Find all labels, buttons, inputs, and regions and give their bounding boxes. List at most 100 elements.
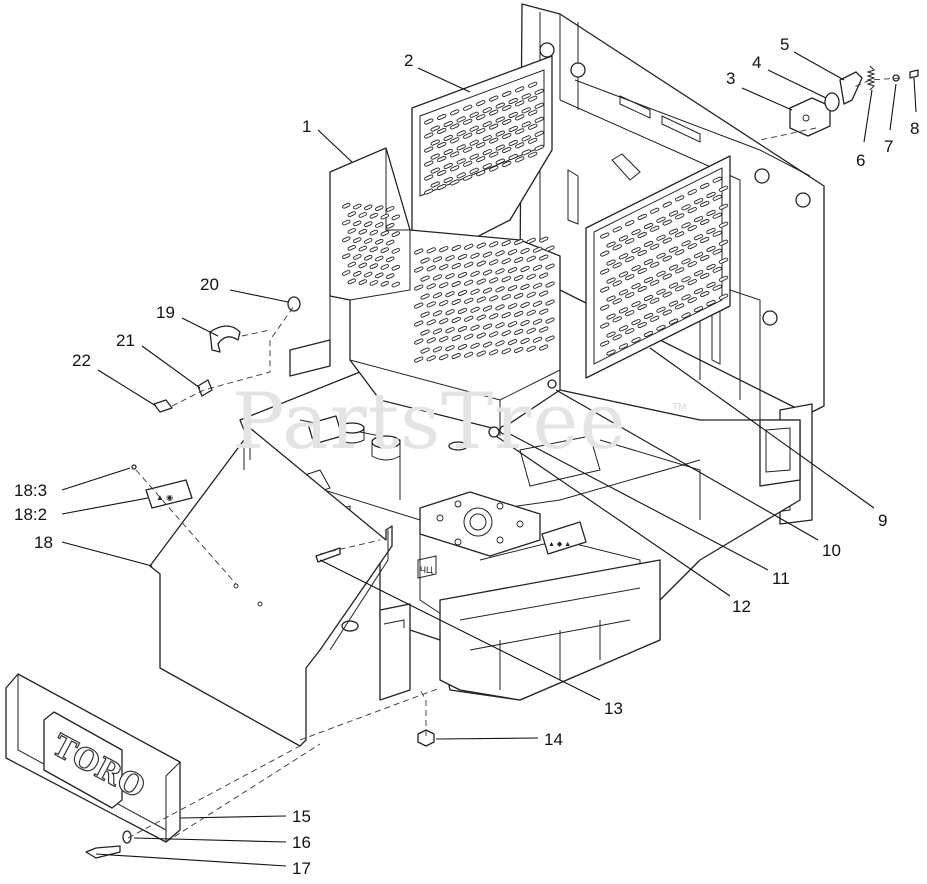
mesh-slot [463,132,473,139]
mesh-slot [545,281,555,288]
mesh-slot [606,331,616,338]
mesh-slot [432,346,443,353]
mesh-slot [606,349,616,356]
mesh-slot [681,222,691,229]
screw-icon [909,69,919,79]
mesh-slot [502,104,512,112]
mesh-slot [495,286,505,293]
mesh-slot [706,191,716,199]
mesh-slot [507,321,518,328]
mesh-slot [687,297,697,304]
mesh-slot [451,334,461,342]
mesh-slot [712,194,722,201]
mesh-slot [637,321,647,329]
mesh-slot [456,158,466,165]
mesh-slot [618,307,629,314]
mesh-slot [612,280,622,287]
mesh-slot [528,109,538,116]
mesh-slot [482,341,493,348]
leader-lines [61,51,917,867]
mesh-slot [681,258,691,265]
mesh-slot [650,225,660,232]
mesh-slot [342,219,351,226]
mesh-slot [364,271,373,278]
mesh-slot [637,231,647,239]
mesh-slot [380,280,389,287]
mesh-slot [386,239,395,246]
mesh-slot [451,316,461,324]
mesh-slot [342,236,351,243]
mesh-slot [456,144,466,151]
mesh-slot [386,206,395,212]
mesh-slot [375,222,384,228]
mesh-slot [426,301,436,308]
mesh-slot [451,244,461,252]
mesh-slot [482,121,492,128]
mesh-slot [656,252,666,259]
mesh-slot [528,123,538,130]
callout-10: 10 [822,541,841,560]
mesh-slot [650,261,660,268]
mesh-slot [489,95,499,102]
callout-11: 11 [772,569,790,588]
mesh-slot [650,243,660,250]
mesh-slot [495,250,505,257]
mesh-slot [687,189,697,196]
flat-washer-icon [122,830,132,844]
mesh-slot [386,256,395,263]
mesh-slot [508,153,518,161]
mesh-slot [437,155,447,163]
mesh-slot [625,310,635,317]
mesh-slot [353,237,362,244]
mesh-slot [656,288,666,295]
mesh-slot [515,100,525,107]
mesh-slot [414,338,424,345]
rivet-icon [131,464,137,470]
mesh-slot [508,111,518,119]
mesh-slot [432,292,443,299]
mesh-slot [364,221,373,228]
mesh-slot [534,102,544,109]
callout-12: 12 [732,597,751,616]
mesh-slot [656,270,666,277]
mesh-slot [342,253,351,260]
mesh-slot [451,262,461,270]
mesh-slot [681,294,691,301]
mesh-slot [600,340,610,347]
callout-14: 14 [544,730,563,749]
mesh-slot [364,204,373,211]
mesh-slot [700,182,710,190]
mesh-slot [369,229,378,236]
mesh-slot [526,273,536,280]
mesh-slot [532,264,543,271]
mesh-slot [675,249,685,256]
mesh-slot [495,102,505,109]
mesh-slot [414,320,424,327]
mesh-slot [380,230,389,237]
mesh-slot [526,237,536,244]
mesh-slot [426,265,436,272]
mesh-slot [606,295,616,302]
mesh-slot [437,113,447,121]
mesh-slot [469,139,479,146]
mesh-slot [712,212,722,219]
mesh-slot [470,306,480,313]
mesh-slot [662,219,672,226]
mesh-slot [700,290,710,298]
svg-text:▲ ◉: ▲ ◉ [156,493,173,502]
mesh-slot [515,86,525,93]
mesh-slot [450,165,460,172]
mesh-slot [476,242,486,249]
mesh-slot [456,130,466,137]
mesh-slot [539,254,549,261]
mesh-slot [700,218,710,226]
mesh-slot [470,288,480,295]
mesh-slot [464,297,474,304]
mesh-slot [476,156,486,163]
mesh-slot [358,262,367,269]
callout-3: 3 [726,69,735,88]
mesh-slot [476,314,486,321]
mesh-slot [424,118,434,125]
mesh-slot [528,95,538,102]
mesh-slot [476,350,486,357]
